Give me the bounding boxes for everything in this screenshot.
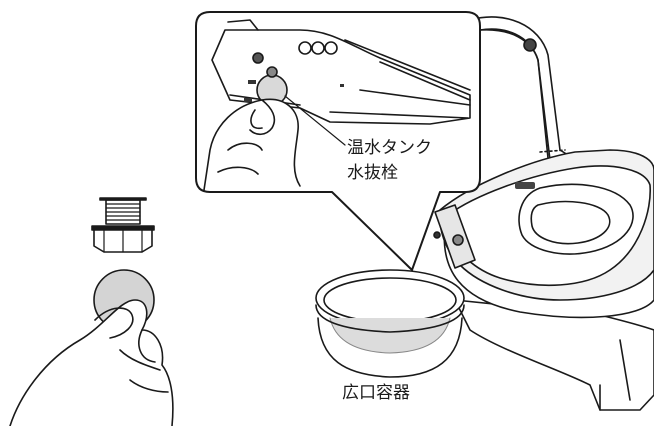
hand-holding-plug <box>9 269 174 427</box>
drain-plug-label-line2: 水抜栓 <box>347 163 398 183</box>
toilet-seat <box>433 149 654 301</box>
drain-plug-part <box>91 197 155 253</box>
container-label: 広口容器 <box>342 383 410 403</box>
toilet-lid <box>469 16 569 161</box>
drain-plug-label-line1: 温水タンク <box>347 138 432 158</box>
closeup-tank-unit <box>203 19 471 191</box>
wide-container <box>315 269 465 378</box>
